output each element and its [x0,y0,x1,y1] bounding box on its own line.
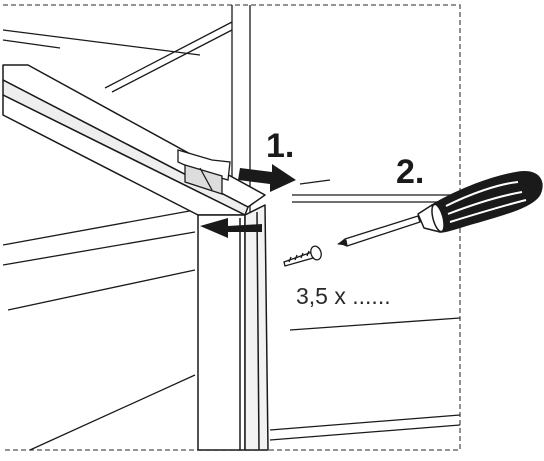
arrow-push-right-icon [238,164,331,192]
step-2-label: 2. [396,153,425,191]
appliance-top-edge [2,64,266,216]
arrow-push-left-icon [200,218,262,238]
hinge-bracket [177,149,231,195]
screw-icon [283,245,322,267]
step-1-label: 1. [266,127,295,165]
appliance-door [197,204,269,451]
screwdriver-icon [337,171,543,247]
screw-size-label: 3,5 x ...... [296,283,391,309]
